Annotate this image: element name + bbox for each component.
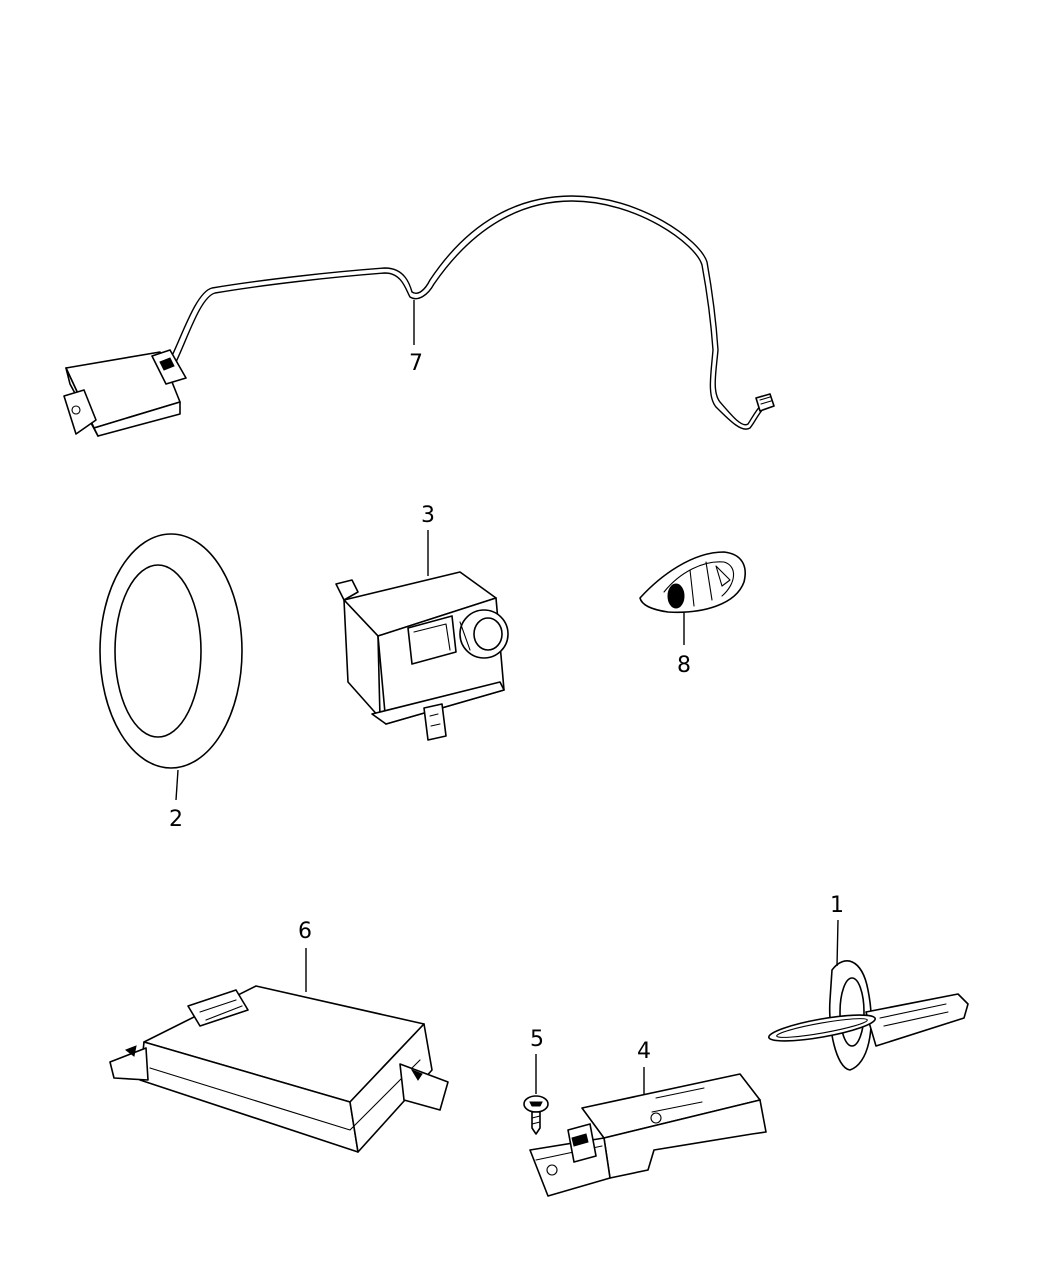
callout-1: 1 <box>830 893 844 918</box>
callout-7: 7 <box>409 351 423 376</box>
callout-3: 3 <box>421 503 435 528</box>
part-1-key <box>767 960 969 1071</box>
part-3-ignition-module <box>335 571 509 741</box>
part-6-control-module <box>109 985 449 1153</box>
callout-8: 8 <box>677 653 691 678</box>
leader-2 <box>175 769 179 801</box>
callout-5: 5 <box>530 1027 544 1052</box>
part-5-screw <box>523 1095 549 1135</box>
part-2-trim-ring <box>99 533 243 769</box>
callout-4: 4 <box>637 1039 651 1064</box>
part-8-key-fob <box>639 551 746 614</box>
callout-6: 6 <box>298 919 312 944</box>
callout-2: 2 <box>169 807 183 832</box>
leader-1 <box>836 919 839 967</box>
part-4-bracket <box>529 1073 767 1197</box>
part-7-antenna-module <box>63 195 775 437</box>
